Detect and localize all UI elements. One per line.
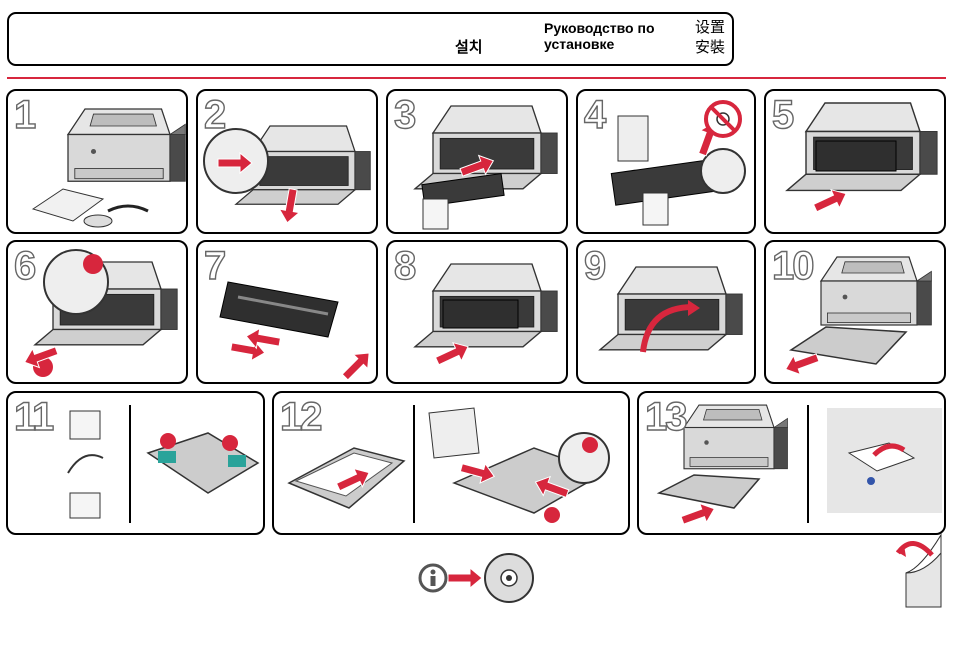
- step-8-illustration: [414, 263, 558, 371]
- step-13-divider: [807, 405, 809, 523]
- arrow-right-icon: [448, 568, 482, 588]
- step-panel-2: 2: [196, 89, 378, 234]
- step-panel-1: 1: [6, 89, 188, 234]
- step-2-illustration: [203, 125, 371, 225]
- title-russian: Руководство по установке: [544, 20, 655, 52]
- title-chinese: 设置 安裝: [695, 18, 726, 56]
- step-number: 12: [279, 394, 323, 439]
- step-panel-8: 8: [386, 240, 568, 384]
- step-number: 10: [771, 243, 815, 288]
- info-icon: [418, 563, 448, 593]
- step-panel-6: 6: [6, 240, 188, 384]
- page-turn-icon: [896, 533, 942, 608]
- step-12-divider: [413, 405, 415, 523]
- step-6-illustration: [20, 249, 178, 377]
- step-3-illustration: [414, 105, 558, 230]
- step-10-illustration: [781, 256, 933, 380]
- step-panel-9: 9: [576, 240, 756, 384]
- header-box: 설치 Руководство по установке 设置 安裝: [7, 12, 734, 66]
- step-panel-11: 11: [6, 391, 265, 535]
- header-rule: [7, 77, 946, 79]
- step-9-illustration: [599, 266, 743, 353]
- step-panel-12: 12: [272, 391, 630, 535]
- step-number: 11: [13, 394, 55, 439]
- step-number: 9: [583, 243, 607, 288]
- step-13-illustration: [656, 404, 942, 531]
- step-number: 6: [13, 243, 37, 288]
- title-korean: 설치: [455, 38, 483, 56]
- step-panel-3: 3: [386, 89, 568, 234]
- step-number: 7: [203, 243, 227, 288]
- no-sunlight-icon: [704, 100, 742, 138]
- step-number: 4: [583, 92, 607, 137]
- step-11-divider: [129, 405, 131, 523]
- step-panel-5: 5: [764, 89, 946, 234]
- step-number: 5: [771, 92, 795, 137]
- step-number: 8: [393, 243, 417, 288]
- step-7-illustration: [219, 281, 376, 382]
- step-number: 2: [203, 92, 227, 137]
- step-number: 1: [13, 92, 37, 137]
- step-12-illustration: [287, 407, 610, 523]
- step-panel-7: 7: [196, 240, 378, 384]
- step-panel-4: 4: [576, 89, 756, 234]
- step-4-illustration: [610, 115, 746, 226]
- step-number: 3: [393, 92, 417, 137]
- step-5-illustration: [786, 102, 938, 218]
- step-number: 13: [644, 394, 688, 439]
- step-11-illustration: [67, 410, 260, 519]
- step-panel-10: 10: [764, 240, 946, 384]
- step-1-illustration: [31, 108, 186, 228]
- cd-disc-icon: [484, 553, 534, 603]
- step-panel-13: 13: [637, 391, 946, 535]
